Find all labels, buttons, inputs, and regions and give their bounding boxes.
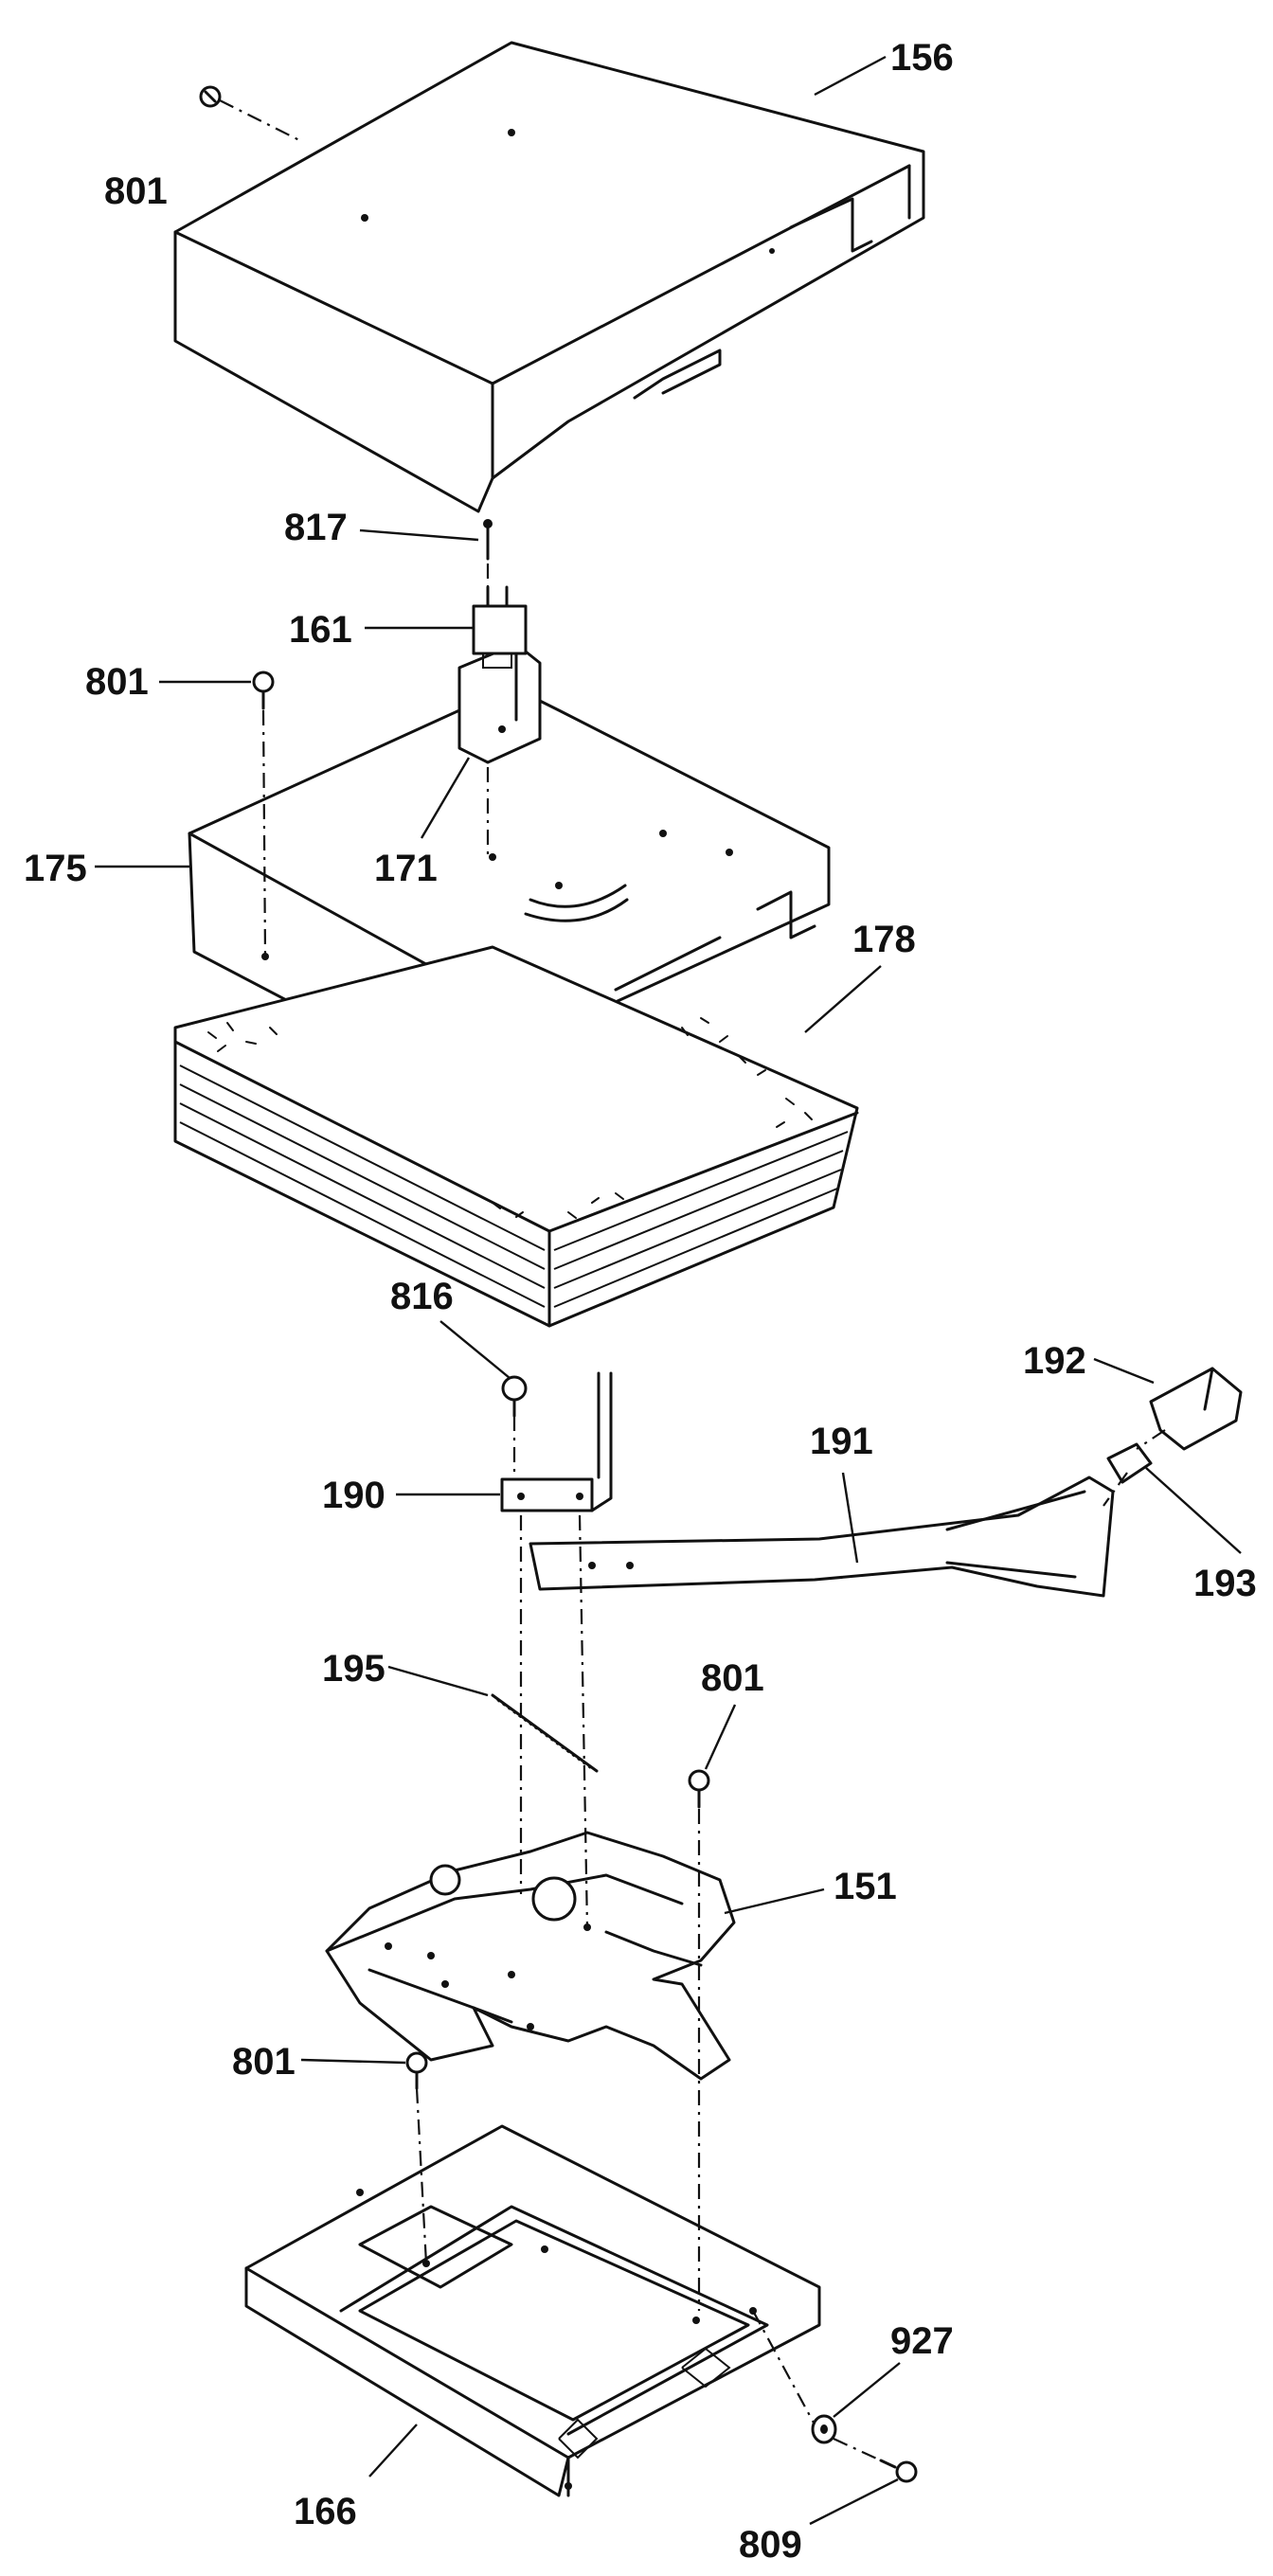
- part-151-latch: [325, 1831, 736, 2081]
- callout-801-top: 801: [104, 170, 168, 212]
- callout-817: 817: [284, 507, 348, 548]
- callout-156: 156: [890, 37, 954, 79]
- callout-192: 192: [1023, 1340, 1086, 1382]
- part-190-bracket: [500, 1371, 613, 1512]
- screw-801-top: [199, 85, 222, 108]
- screw-801-latch: [688, 1769, 710, 1809]
- part-192-knob: [1149, 1367, 1243, 1451]
- callout-801-latch: 801: [701, 1657, 764, 1699]
- part-166-base-pan: [244, 2124, 821, 2497]
- callout-809: 809: [739, 2524, 802, 2566]
- callout-labels: 156 801 817 161 801 175 171 178 816 192 …: [24, 37, 1257, 2566]
- screw-809: [879, 2459, 918, 2483]
- part-195-spring: [491, 1693, 599, 1773]
- callout-175: 175: [24, 848, 87, 889]
- assembly-lines: [219, 99, 1166, 2468]
- screw-801-chassis: [252, 671, 275, 710]
- part-193-clip: [1106, 1442, 1153, 1484]
- insulation-speckles: [207, 1017, 813, 1219]
- callout-801-base: 801: [232, 2041, 296, 2083]
- part-191-lever: [529, 1476, 1115, 1598]
- screw-817: [483, 519, 493, 561]
- part-178-insulation: [173, 945, 859, 1328]
- callout-816: 816: [390, 1276, 454, 1317]
- callout-151: 151: [834, 1866, 897, 1907]
- part-156-top-cover: [173, 41, 925, 513]
- callout-171: 171: [374, 848, 438, 889]
- callout-178: 178: [852, 919, 916, 960]
- callout-166: 166: [294, 2491, 357, 2532]
- callout-161: 161: [289, 609, 352, 651]
- screw-801-base: [405, 2051, 428, 2090]
- part-161-switch: [472, 585, 528, 669]
- callout-801-chassis: 801: [85, 661, 149, 703]
- screw-816: [501, 1375, 528, 1418]
- insulation-layer-lines: [179, 1064, 849, 1308]
- callout-190: 190: [322, 1475, 385, 1516]
- callout-927: 927: [890, 2320, 954, 2362]
- part-171-switch-bracket: [457, 642, 542, 764]
- leader-lines: [95, 55, 1242, 2526]
- washer-927: [811, 2414, 837, 2444]
- callout-193: 193: [1193, 1563, 1257, 1604]
- callout-191: 191: [810, 1421, 873, 1462]
- callout-195: 195: [322, 1648, 385, 1690]
